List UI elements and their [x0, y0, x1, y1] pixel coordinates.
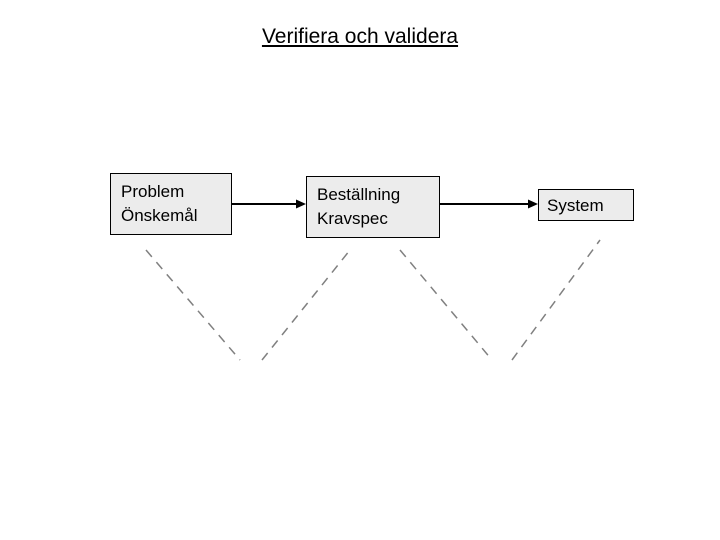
node-system[interactable]: System — [538, 189, 634, 221]
node-problem[interactable]: Problem Önskemål — [110, 173, 232, 235]
dashed-system-down — [511, 239, 601, 361]
dashed-problem-down — [145, 249, 241, 361]
arrow-problem-to-bestallning — [232, 199, 306, 209]
dashed-bestallning-down-left — [261, 249, 351, 361]
page-title: Verifiera och validera — [261, 25, 459, 48]
dashed-bestallning-down-right — [399, 249, 493, 361]
node-bestallning[interactable]: Beställning Kravspec — [306, 176, 440, 238]
arrow-bestallning-to-system — [440, 199, 538, 209]
